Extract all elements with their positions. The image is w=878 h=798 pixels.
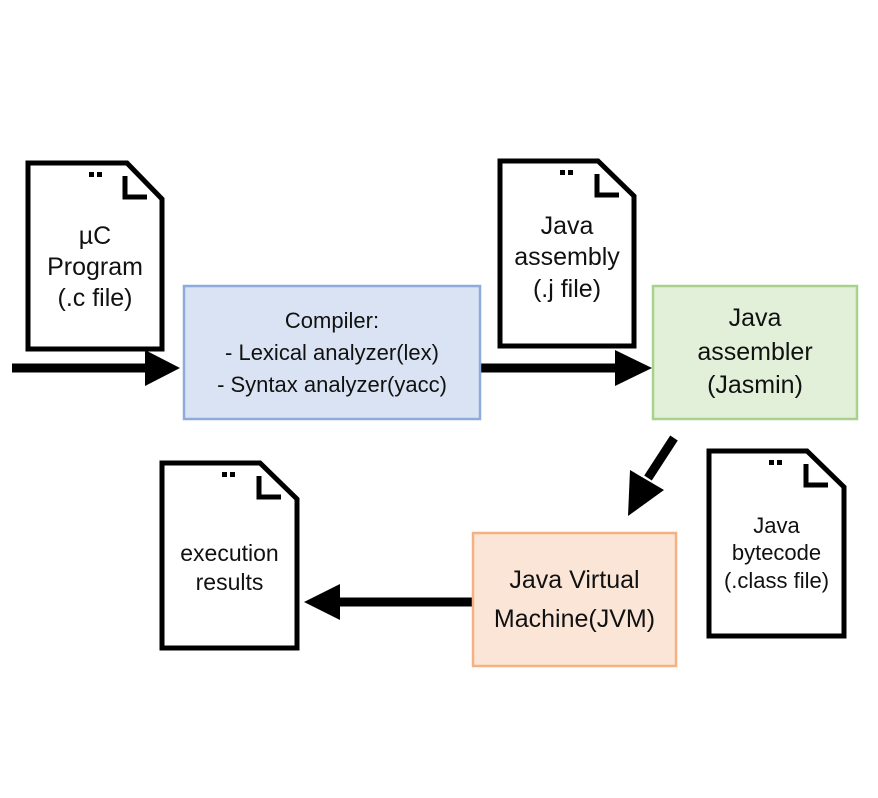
results-line-1: execution: [180, 540, 279, 567]
compiler-step-lex: - Lexical analyzer(lex): [225, 340, 439, 366]
bytecode-line-3: (.class file): [723, 567, 830, 593]
compiler-box-label: Compiler: - Lexical analyzer(lex) - Synt…: [184, 292, 480, 414]
compiler-title: Compiler:: [284, 308, 380, 334]
jvm-line-1: Java Virtual: [509, 566, 640, 595]
jvm-line-2: Machine(JVM): [493, 605, 656, 633]
compiler-box: [182, 284, 482, 421]
compiler-step-yacc: - Syntax analyzer(yacc): [217, 371, 447, 397]
results-line-2: results: [195, 569, 264, 595]
assembler-box: [651, 284, 859, 421]
assembler-line-2: assembler: [697, 337, 813, 366]
arrow-jvm-to-results: [304, 584, 472, 620]
assembler-line-3: (Jasmin): [707, 371, 803, 400]
jvm-box: [471, 531, 678, 668]
source-line-1: µC: [78, 221, 112, 250]
results-document-icon: [159, 460, 300, 651]
assembly-line-2: assembly: [514, 243, 620, 272]
bytecode-line-2: bytecode: [731, 540, 822, 566]
assembler-box-label: Java assembler (Jasmin): [653, 290, 857, 415]
source-line-2: Program: [47, 252, 143, 281]
arrow-compiler-to-assembler: [480, 350, 652, 386]
arrow-assembler-to-jvm: [628, 435, 678, 516]
assembly-line-3: (.j file): [532, 274, 602, 303]
assembly-document-icon: [497, 158, 637, 349]
assembly-document-label: Java assembly (.j file): [500, 198, 634, 318]
source-line-3: (.c file): [57, 284, 133, 313]
arrow-input-to-compiler: [12, 350, 180, 386]
assembly-line-1: Java: [540, 212, 594, 241]
bytecode-document-label: Java bytecode (.class file): [709, 498, 844, 608]
source-document-icon: [25, 160, 165, 352]
bytecode-line-1: Java: [753, 512, 800, 538]
source-document-label: µC Program (.c file): [28, 205, 162, 330]
assembler-line-1: Java: [728, 303, 782, 332]
bytecode-document-icon: [706, 448, 847, 639]
results-document-label: execution results: [162, 530, 297, 606]
jvm-box-label: Java Virtual Machine(JVM): [473, 540, 676, 660]
